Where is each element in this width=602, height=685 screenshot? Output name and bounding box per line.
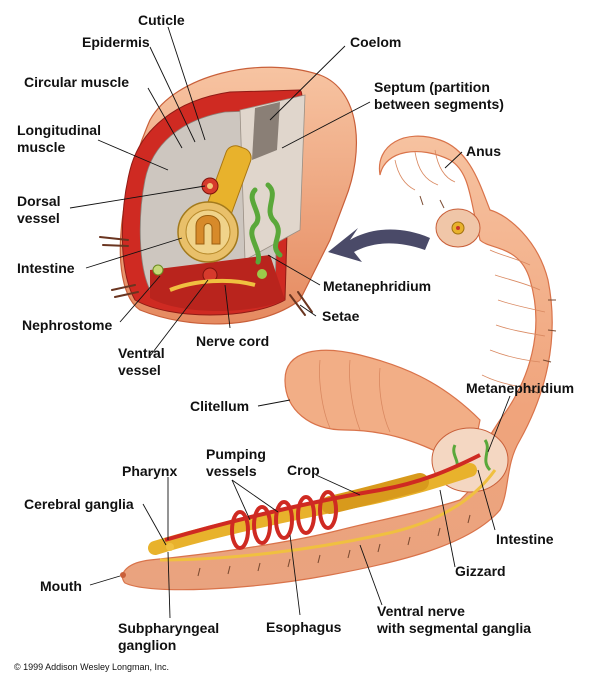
label-cuticle: Cuticle xyxy=(138,12,185,28)
section-arrow xyxy=(328,228,430,262)
label-septum-line1: Septum (partition xyxy=(374,79,490,95)
label-nerve-cord: Nerve cord xyxy=(196,333,270,349)
label-anus: Anus xyxy=(466,143,501,159)
label-septum-line2: between segments) xyxy=(374,96,504,112)
label-ventral-nerve-line1: Ventral nerve xyxy=(377,603,465,619)
setae-bristles xyxy=(99,236,313,316)
cross-section xyxy=(99,66,358,325)
label-dorsal-line1: Dorsal xyxy=(17,193,61,209)
mouth-shape xyxy=(120,572,126,578)
anus-center xyxy=(456,226,460,230)
metanephridium-coil xyxy=(249,182,283,265)
nephrostome-funnel-right xyxy=(257,269,267,279)
label-esophagus: Esophagus xyxy=(266,619,342,635)
worm-body xyxy=(120,135,557,591)
label-ventral-vessel-line2: vessel xyxy=(118,362,161,378)
label-intestine-right: Intestine xyxy=(496,531,554,547)
label-mouth: Mouth xyxy=(40,578,82,594)
label-pumping-line2: vessels xyxy=(206,463,257,479)
label-intestine-top: Intestine xyxy=(17,260,75,276)
label-ventral-nerve-line2: with segmental ganglia xyxy=(377,620,532,636)
dorsal-vessel-lumen xyxy=(207,183,213,189)
label-setae: Setae xyxy=(322,308,360,324)
label-pharynx: Pharynx xyxy=(122,463,178,479)
label-metanephridium-right: Metanephridium xyxy=(466,380,575,396)
cerebral-ganglia-shape xyxy=(166,543,174,551)
pumping-vessel-rings xyxy=(230,490,338,550)
label-longitudinal-line2: muscle xyxy=(17,139,66,155)
label-cerebral-ganglia: Cerebral ganglia xyxy=(24,496,134,512)
clitellum-region xyxy=(284,349,481,471)
typhlosole xyxy=(195,215,221,245)
dorsal-vessel-line xyxy=(164,453,481,542)
label-metanephridium-top: Metanephridium xyxy=(323,278,432,294)
label-ventral-vessel-line1: Ventral xyxy=(118,345,165,361)
label-epidermis: Epidermis xyxy=(82,34,150,50)
ventral-nerve-cord xyxy=(159,469,497,562)
label-subpharyngeal-line1: Subpharyngeal xyxy=(118,620,220,636)
label-longitudinal-line1: Longitudinal xyxy=(17,122,101,138)
label-clitellum: Clitellum xyxy=(190,398,250,414)
label-dorsal-line2: vessel xyxy=(17,210,60,226)
segment-rings xyxy=(319,149,546,433)
nephrostome-funnel xyxy=(152,264,164,276)
label-circular-muscle: Circular muscle xyxy=(24,74,130,90)
label-pumping-line1: Pumping xyxy=(206,446,266,462)
nerve-cord-shape xyxy=(169,278,256,292)
body-setae xyxy=(197,195,557,577)
label-gizzard: Gizzard xyxy=(455,563,506,579)
label-crop: Crop xyxy=(287,462,320,478)
ventral-wall xyxy=(150,255,285,312)
leader-lines xyxy=(69,26,511,619)
label-coelom: Coelom xyxy=(350,34,402,50)
copyright-notice: © 1999 Addison Wesley Longman, Inc. xyxy=(14,662,170,672)
label-nephrostome: Nephrostome xyxy=(22,317,113,333)
label-subpharyngeal-line2: ganglion xyxy=(118,637,177,653)
